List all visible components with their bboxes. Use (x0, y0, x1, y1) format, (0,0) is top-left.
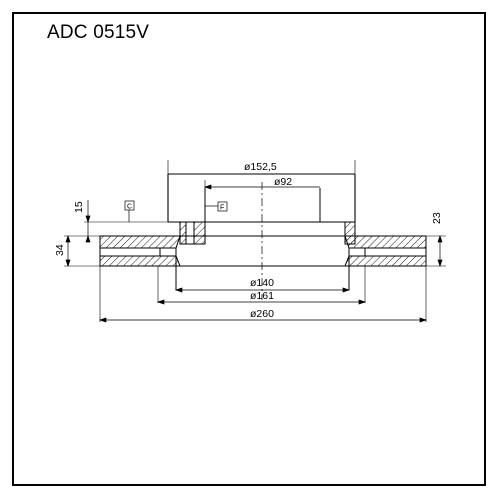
hat-flange-left (179, 221, 206, 245)
dim-h15: 15 (73, 201, 85, 213)
dim-d260: ø260 (250, 308, 274, 320)
tag-c-leader (124, 200, 135, 222)
tag-f: F (220, 205, 224, 212)
dim-h34: 34 (54, 244, 66, 256)
right-friction-ring (344, 235, 427, 267)
dim-d152-5: ø152,5 (244, 161, 277, 173)
dim-d92: ø92 (274, 176, 292, 188)
dim-d161: ø161 (250, 290, 274, 302)
hat-outline (167, 173, 356, 223)
section-outline (175, 235, 350, 290)
dim-d140: ø140 (250, 277, 274, 289)
dimension-lines (65, 173, 443, 323)
tag-c: C (127, 204, 132, 211)
drawing-frame (12, 12, 486, 486)
left-friction-ring (99, 235, 181, 267)
part-number-title: ADC 0515V (47, 22, 150, 43)
hat-flange-right (344, 221, 356, 245)
tag-f-leader (205, 201, 228, 212)
dim-h23: 23 (431, 212, 443, 224)
